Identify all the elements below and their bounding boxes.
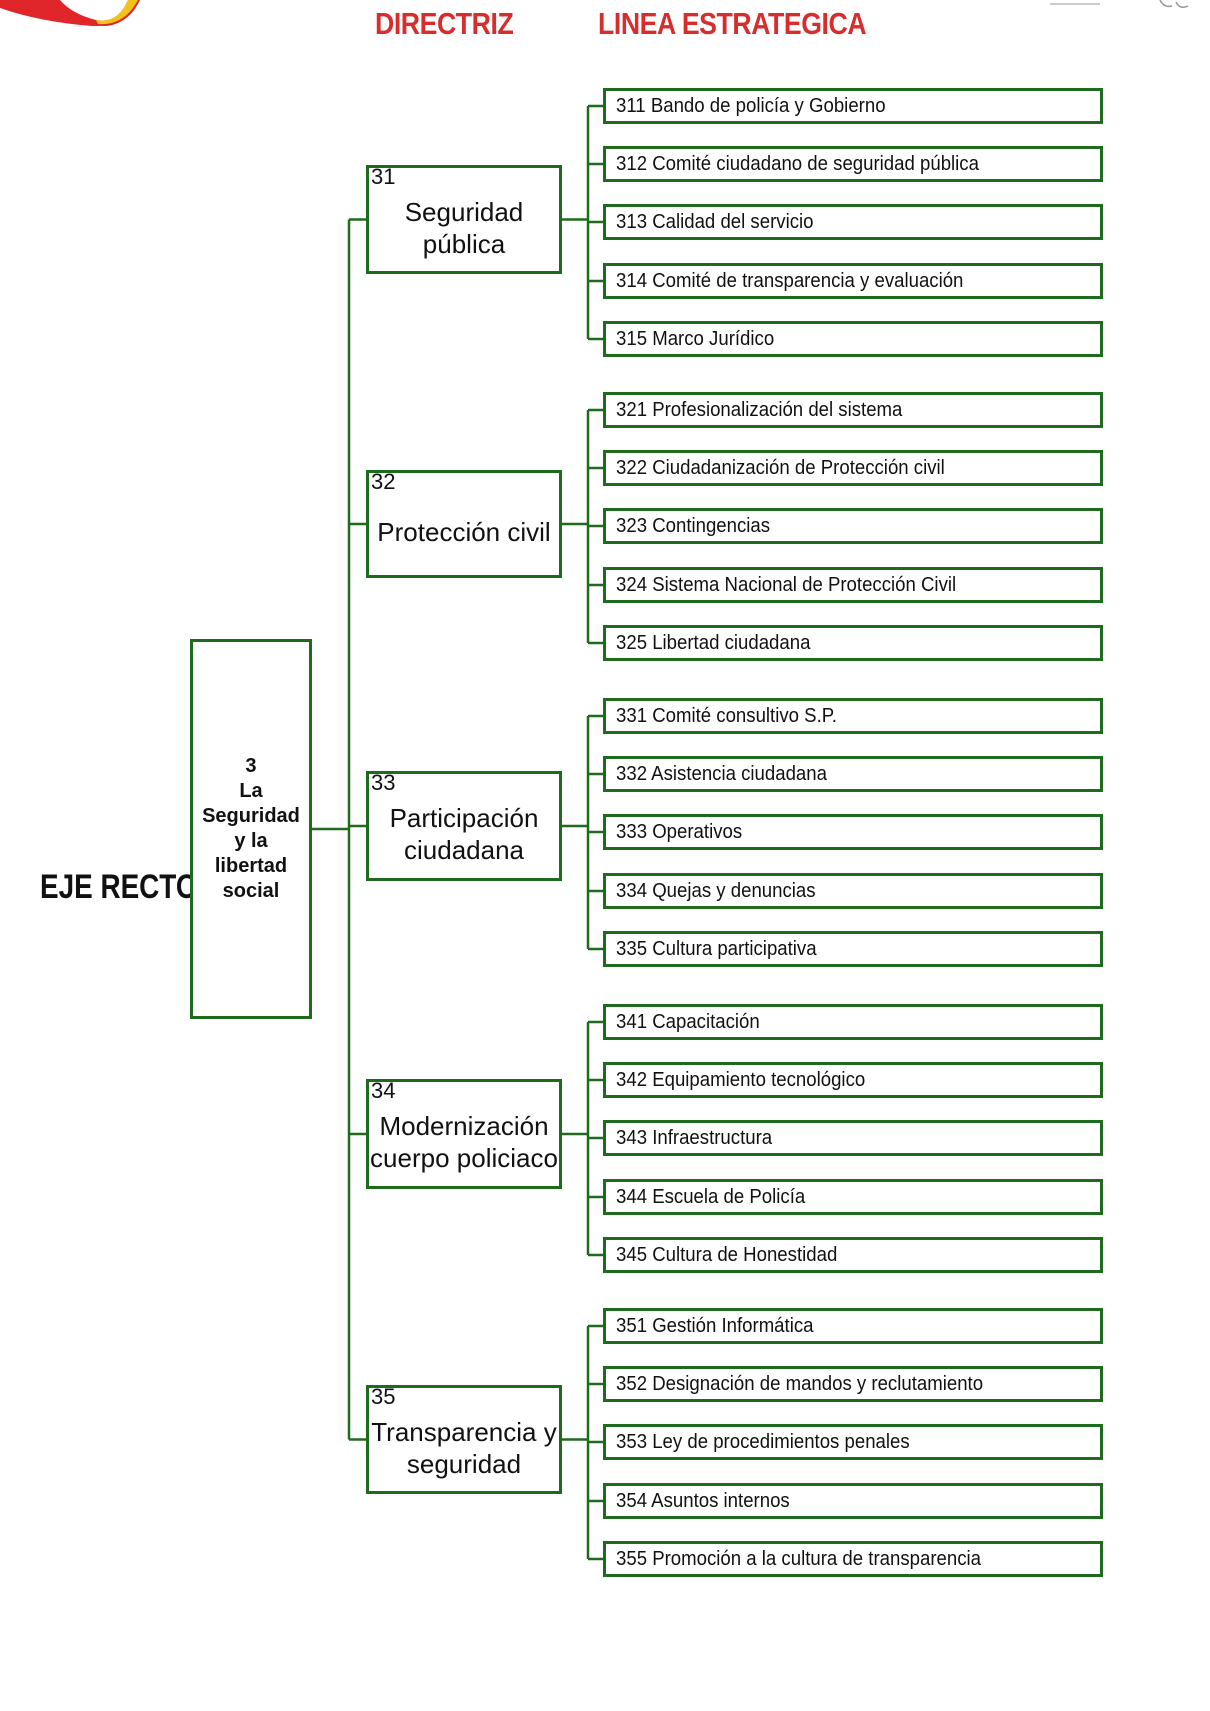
linea-estrategica-box: 351 Gestión Informática xyxy=(603,1308,1103,1344)
linea-estrategica-box: 355 Promoción a la cultura de transparen… xyxy=(603,1541,1103,1577)
eje-text-line: Seguridad xyxy=(202,805,300,827)
linea-estrategica-label: 342 Equipamiento tecnológico xyxy=(616,1069,866,1091)
directriz-name-line: cuerpo policiaco xyxy=(370,1143,558,1173)
linea-estrategica-box: 343 Infraestructura xyxy=(603,1120,1103,1156)
linea-estrategica-box: 334 Quejas y denuncias xyxy=(603,873,1103,909)
directriz-name-line: pública xyxy=(422,228,506,259)
linea-estrategica-label: 322 Ciudadanización de Protección civil xyxy=(616,457,945,479)
directriz-name-line: Modernización xyxy=(379,1111,549,1141)
directriz-number: 33 xyxy=(371,770,396,795)
linea-estrategica-label: 312 Comité ciudadano de seguridad públic… xyxy=(616,153,979,175)
eje-text-line: social xyxy=(222,880,280,902)
eje-text-line: La xyxy=(239,780,263,802)
directriz-name-line: Transparencia y xyxy=(371,1416,557,1447)
linea-estrategica-label: 311 Bando de policía y Gobierno xyxy=(616,95,886,117)
linea-estrategica-box: 315 Marco Jurídico xyxy=(603,321,1103,357)
linea-estrategica-label: 323 Contingencias xyxy=(616,515,771,537)
linea-estrategica-box: 311 Bando de policía y Gobierno xyxy=(603,88,1103,124)
linea-estrategica-box: 322 Ciudadanización de Protección civil xyxy=(603,450,1103,486)
directriz-number: 35 xyxy=(371,1384,396,1409)
linea-estrategica-label: 321 Profesionalización del sistema xyxy=(616,399,903,421)
linea-estrategica-label: 335 Cultura participativa xyxy=(616,938,817,960)
linea-estrategica-label: 341 Capacitación xyxy=(616,1011,760,1033)
linea-estrategica-box: 345 Cultura de Honestidad xyxy=(603,1237,1103,1273)
logo-emblem xyxy=(0,0,140,26)
directriz-number: 31 xyxy=(371,164,396,189)
linea-estrategica-label: 313 Calidad del servicio xyxy=(616,211,814,233)
linea-estrategica-label: 354 Asuntos internos xyxy=(616,1490,790,1512)
linea-estrategica-box: 332 Asistencia ciudadana xyxy=(603,756,1103,792)
linea-estrategica-label: 344 Escuela de Policía xyxy=(616,1186,806,1208)
linea-estrategica-box: 331 Comité consultivo S.P. xyxy=(603,698,1103,734)
linea-estrategica-label: 331 Comité consultivo S.P. xyxy=(616,705,837,727)
eje-text-line: y la xyxy=(234,830,268,852)
linea-estrategica-label: 352 Designación de mandos y reclutamient… xyxy=(616,1373,984,1395)
directriz-number: 32 xyxy=(371,469,396,494)
linea-estrategica-label: 343 Infraestructura xyxy=(616,1127,773,1149)
directriz-name-line: Protección civil xyxy=(377,517,551,547)
linea-estrategica-label: 355 Promoción a la cultura de transparen… xyxy=(616,1548,981,1570)
linea-estrategica-box: 341 Capacitación xyxy=(603,1004,1103,1040)
directriz-name-line: seguridad xyxy=(406,1448,522,1479)
linea-estrategica-label: 353 Ley de procedimientos penales xyxy=(616,1431,910,1453)
eje-text-line: libertad xyxy=(214,855,288,877)
eje-text-line: 3 xyxy=(245,755,257,777)
linea-estrategica-box: 353 Ley de procedimientos penales xyxy=(603,1424,1103,1460)
linea-estrategica-label: 315 Marco Jurídico xyxy=(616,328,775,350)
linea-estrategica-box: 325 Libertad ciudadana xyxy=(603,625,1103,661)
directriz-name-line: ciudadana xyxy=(404,835,524,865)
linea-estrategica-box: 313 Calidad del servicio xyxy=(603,204,1103,240)
logo-fragment xyxy=(1050,0,1189,9)
linea-estrategica-label: 345 Cultura de Honestidad xyxy=(616,1244,838,1266)
linea-estrategica-box: 314 Comité de transparencia y evaluación xyxy=(603,263,1103,299)
linea-estrategica-label: 333 Operativos xyxy=(616,821,743,843)
linea-estrategica-box: 335 Cultura participativa xyxy=(603,931,1103,967)
linea-estrategica-box: 324 Sistema Nacional de Protección Civil xyxy=(603,567,1103,603)
linea-estrategica-box: 333 Operativos xyxy=(603,814,1103,850)
linea-estrategica-box: 354 Asuntos internos xyxy=(603,1483,1103,1519)
linea-estrategica-box: 344 Escuela de Policía xyxy=(603,1179,1103,1215)
linea-estrategica-label: 325 Libertad ciudadana xyxy=(616,632,811,654)
header-directriz: DIRECTRIZ xyxy=(375,6,514,41)
linea-estrategica-label: 334 Quejas y denuncias xyxy=(616,880,816,902)
linea-estrategica-box: 321 Profesionalización del sistema xyxy=(603,392,1103,428)
linea-estrategica-box: 323 Contingencias xyxy=(603,508,1103,544)
header-eje-rector: EJE RECTOR xyxy=(40,868,218,906)
linea-estrategica-label: 332 Asistencia ciudadana xyxy=(616,763,827,785)
directriz-name-line: Participación xyxy=(389,803,539,833)
linea-estrategica-label: 324 Sistema Nacional de Protección Civil xyxy=(616,574,957,596)
linea-estrategica-box: 352 Designación de mandos y reclutamient… xyxy=(603,1366,1103,1402)
directriz-number: 34 xyxy=(371,1078,396,1103)
linea-estrategica-label: 351 Gestión Informática xyxy=(616,1315,814,1337)
linea-estrategica-box: 342 Equipamiento tecnológico xyxy=(603,1062,1103,1098)
linea-estrategica-label: 314 Comité de transparencia y evaluación xyxy=(616,270,964,292)
header-linea-estrategica: LINEA ESTRATEGICA xyxy=(598,6,867,41)
linea-estrategica-box: 312 Comité ciudadano de seguridad públic… xyxy=(603,146,1103,182)
directriz-name-line: Seguridad xyxy=(404,196,524,227)
